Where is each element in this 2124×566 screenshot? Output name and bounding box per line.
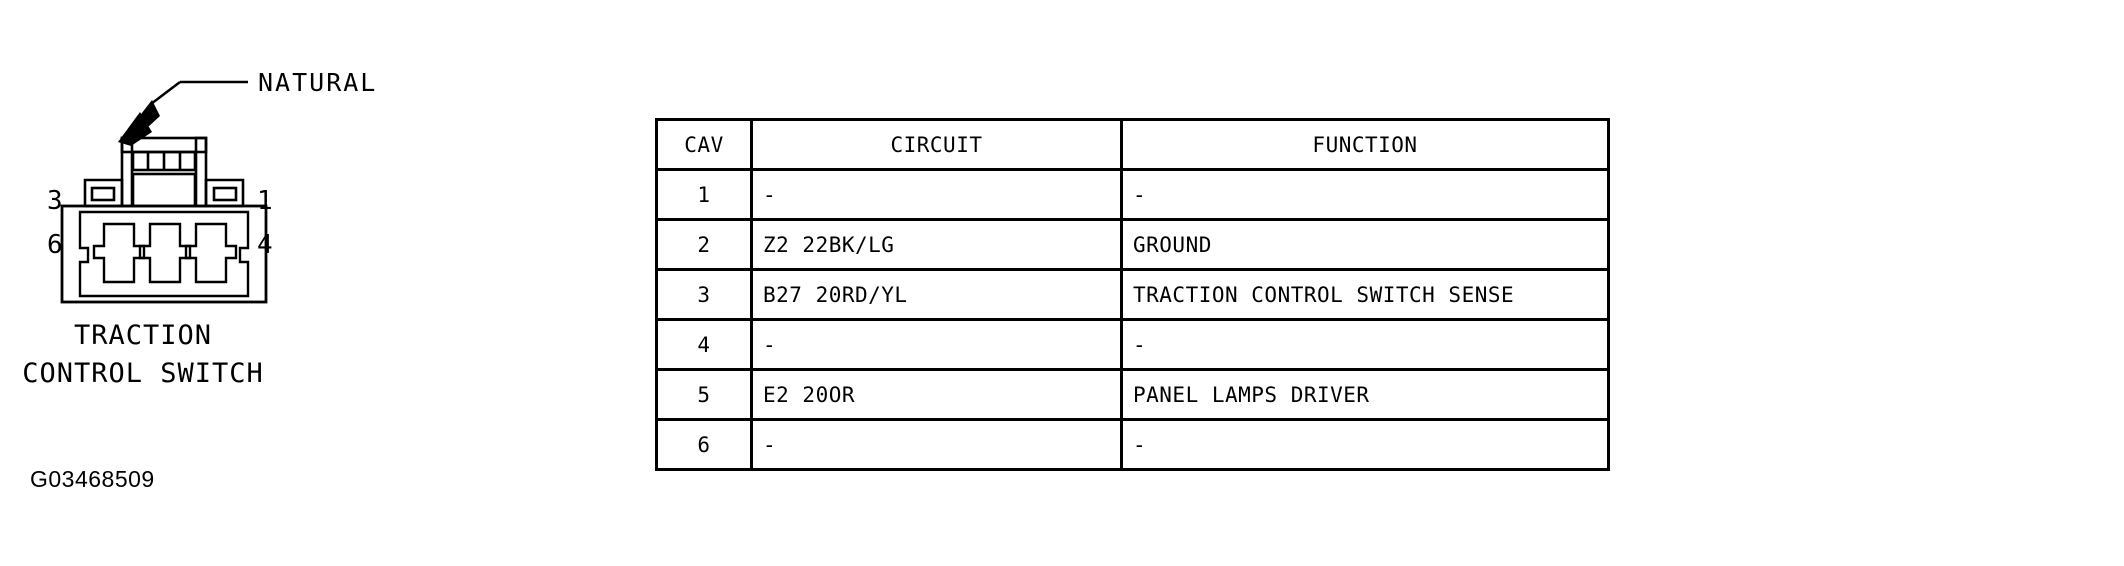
connector-body-outline <box>60 204 268 304</box>
cell-function: TRACTION CONTROL SWITCH SENSE <box>1120 268 1610 321</box>
cell-cav: 5 <box>655 368 753 421</box>
pin-number-1: 1 <box>257 186 273 216</box>
cell-function: GROUND <box>1120 218 1610 271</box>
cell-circuit: Z2 22BK/LG <box>750 218 1123 271</box>
connector-face-drawing <box>60 80 268 304</box>
cell-function: - <box>1120 318 1610 371</box>
column-header-function: FUNCTION <box>1120 118 1610 171</box>
connector-latch <box>120 136 208 208</box>
cell-circuit: B27 20RD/YL <box>750 268 1123 321</box>
terminal-slot-group <box>92 222 238 284</box>
figure-reference-code: G03468509 <box>30 466 155 492</box>
pin-number-3: 3 <box>47 186 63 216</box>
cell-circuit: - <box>750 418 1123 471</box>
cell-cav: 2 <box>655 218 753 271</box>
connector-caption-line-2: CONTROL SWITCH <box>22 358 264 389</box>
cell-function: - <box>1120 168 1610 221</box>
connector-inner-cavity <box>78 210 250 298</box>
natural-callout-label: NATURAL <box>258 68 378 97</box>
connector-figure: NATURAL <box>0 0 640 566</box>
cell-cav: 3 <box>655 268 753 321</box>
cell-circuit: - <box>750 318 1123 371</box>
connector-shoulder-tabs <box>83 178 245 208</box>
pin-number-4: 4 <box>257 230 273 260</box>
column-header-circuit: CIRCUIT <box>750 118 1123 171</box>
cell-cav: 6 <box>655 418 753 471</box>
cell-cav: 1 <box>655 168 753 221</box>
pin-number-6: 6 <box>47 230 63 260</box>
callout-leader-line <box>150 80 248 105</box>
cell-cav: 4 <box>655 318 753 371</box>
cell-circuit: E2 20OR <box>750 368 1123 421</box>
column-header-cav: CAV <box>655 118 753 171</box>
cell-circuit: - <box>750 168 1123 221</box>
table-row: 1-- <box>655 168 1610 221</box>
cell-function: - <box>1120 418 1610 471</box>
table-row: 4-- <box>655 318 1610 371</box>
pinout-table-head: CAV CIRCUIT FUNCTION <box>655 118 1610 171</box>
terminal-slot-2 <box>138 222 192 284</box>
cell-function: PANEL LAMPS DRIVER <box>1120 368 1610 421</box>
table-row: 6-- <box>655 418 1610 471</box>
table-header-row: CAV CIRCUIT FUNCTION <box>655 118 1610 171</box>
terminal-slot-1 <box>92 222 146 284</box>
connector-caption-line-1: TRACTION <box>73 320 213 351</box>
terminal-slot-3 <box>184 222 238 284</box>
